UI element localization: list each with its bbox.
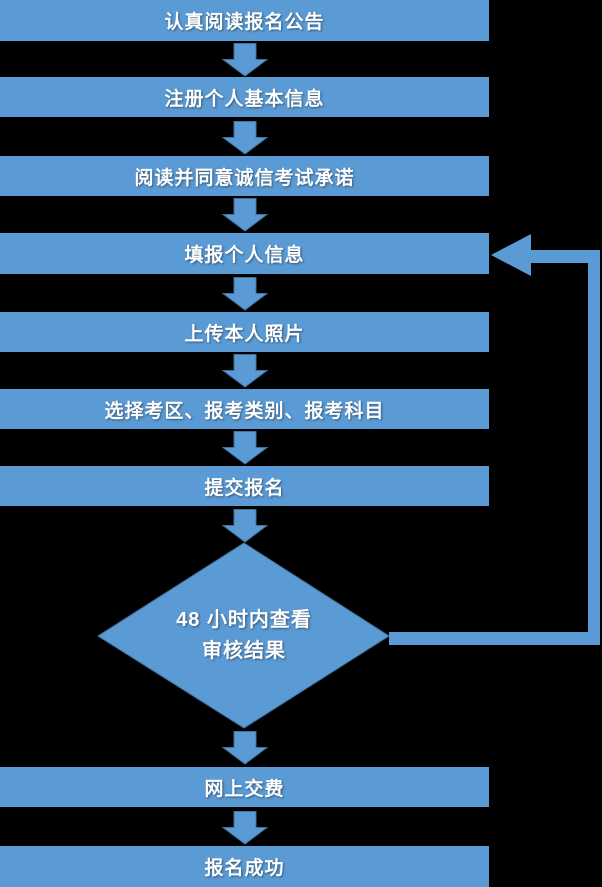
decision-diamond [97,542,390,729]
down-arrow-icon [222,811,268,845]
down-arrow-icon [222,509,268,543]
flow-step-label: 报名成功 [204,858,285,879]
flow-step-register-info: 注册个人基本信息 [0,77,489,117]
flow-step-label: 阅读并同意诚信考试承诺 [134,167,355,189]
feedback-line-vertical [588,250,600,645]
decision-label-line2: 审核结果 [202,639,286,662]
flow-step-registration-success: 报名成功 [0,846,489,887]
decision-label: 48 小时内查看 审核结果 [99,543,389,728]
down-arrow-icon [222,43,268,77]
flow-step-label: 上传本人照片 [184,323,305,345]
flow-step-agree-commitment: 阅读并同意诚信考试承诺 [0,156,489,196]
flow-step-label: 认真阅读报名公告 [164,12,325,33]
down-arrow-icon [222,121,268,155]
flow-step-upload-photo: 上传本人照片 [0,312,489,352]
flow-step-label: 选择考区、报考类别、报考科目 [104,400,385,422]
down-arrow-icon [222,354,268,388]
flow-step-label: 填报个人信息 [184,245,305,266]
flow-step-pay-online: 网上交费 [0,767,489,807]
feedback-line-bottom [389,632,600,645]
flow-step-label: 网上交费 [204,778,285,800]
down-arrow-icon [222,277,268,311]
flow-step-select-exam-options: 选择考区、报考类别、报考科目 [0,389,489,429]
decision-label-line1: 48 小时内查看 [176,608,312,631]
flow-step-fill-personal-info: 填报个人信息 [0,233,489,274]
flow-step-submit-registration: 提交报名 [0,466,489,506]
down-arrow-icon [222,431,268,465]
down-arrow-icon [222,198,268,232]
flow-step-label: 注册个人基本信息 [164,88,325,110]
down-arrow-icon [222,731,268,765]
flow-step-label: 提交报名 [204,477,285,499]
feedback-arrowhead-left-icon [491,234,531,276]
flow-step-read-announcement: 认真阅读报名公告 [0,0,489,41]
feedback-line-top [531,250,600,263]
